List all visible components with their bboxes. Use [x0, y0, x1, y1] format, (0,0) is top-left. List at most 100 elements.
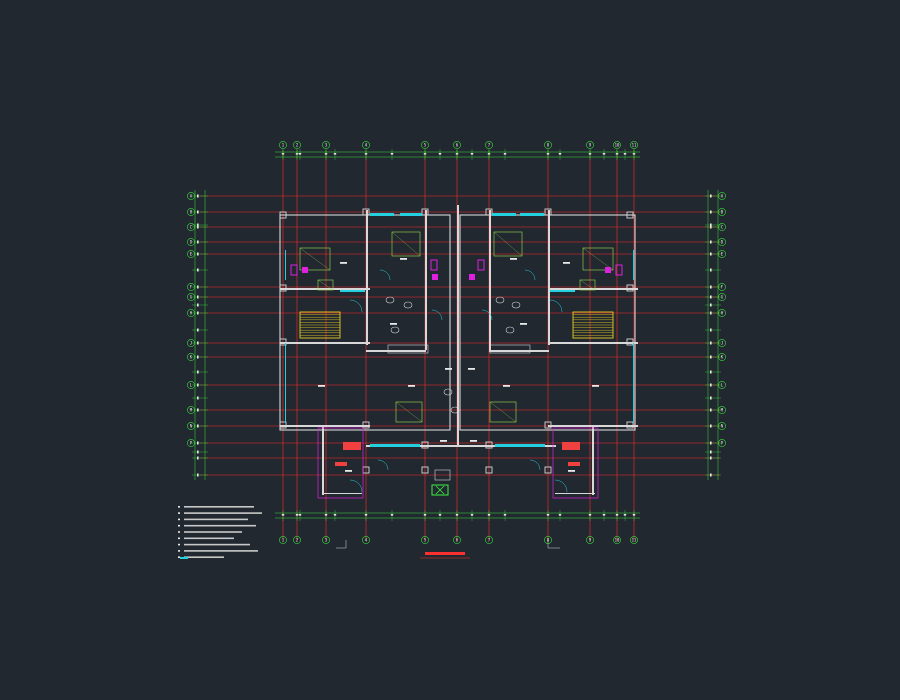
door-swing	[549, 299, 563, 313]
room-label	[445, 368, 452, 370]
door-swing	[481, 309, 493, 321]
shaft-outline	[430, 259, 438, 271]
axis-bubble-label: A	[190, 193, 193, 198]
room-label	[400, 258, 407, 260]
drawing-title-block	[336, 540, 560, 559]
axis-bubble	[485, 536, 493, 544]
bed	[579, 279, 596, 291]
window	[370, 213, 394, 216]
column	[485, 208, 493, 216]
axis-bubble-label: 6	[456, 142, 459, 147]
drawing-title	[425, 552, 465, 555]
dimension-text	[197, 424, 199, 428]
axis-bubble	[187, 250, 195, 258]
sanitary-fixture	[443, 388, 453, 396]
axis-bubble-label: 7	[488, 537, 491, 542]
axis-bubble	[421, 536, 429, 544]
axis-bubble-label: C	[190, 224, 193, 229]
dimension-text	[710, 225, 712, 229]
column	[544, 421, 552, 429]
note-number	[178, 543, 180, 546]
wall-segment	[366, 445, 556, 447]
dimension-text	[390, 153, 394, 155]
dimension-text	[197, 268, 199, 272]
dimension-text	[602, 514, 606, 516]
dimension-text	[546, 514, 550, 516]
section-marker	[431, 484, 449, 496]
dimension-text	[364, 514, 368, 516]
axis-bubble-label: D	[721, 239, 724, 244]
dimension-text	[710, 341, 712, 345]
axis-bubble	[613, 141, 621, 149]
bed-diagonal	[582, 247, 614, 271]
axis-bubble	[718, 283, 726, 291]
bed	[317, 279, 334, 291]
dimension-text	[710, 295, 712, 299]
legend-swatch	[180, 557, 188, 559]
axis-bubble-label: 10	[615, 537, 620, 542]
section-marker-cross	[435, 485, 445, 495]
axis-bubble	[453, 536, 461, 544]
bed	[489, 401, 517, 423]
room-label	[510, 258, 517, 260]
axis-bubble-label: P	[190, 440, 193, 445]
axis-bubble	[362, 141, 370, 149]
axis-bubble-label: G	[721, 294, 724, 299]
dimension-text	[333, 514, 337, 516]
dimension-text	[503, 153, 507, 155]
axis-bubble-label: H	[721, 310, 724, 315]
window	[520, 213, 544, 216]
wall-segment	[322, 425, 324, 495]
axis-bubble-label: 5	[424, 537, 427, 542]
axis-bubble-label: 3	[325, 142, 328, 147]
axis-bubble	[187, 353, 195, 361]
dimension-text	[197, 450, 199, 454]
dimension-text	[197, 473, 199, 477]
bed-diagonal	[395, 401, 423, 423]
axis-bubble	[718, 406, 726, 414]
dimension-text	[197, 225, 199, 229]
dimension-text	[558, 514, 562, 516]
column	[626, 284, 634, 292]
dimension-text	[197, 223, 199, 227]
room-label	[408, 385, 415, 387]
dimension-text	[197, 285, 199, 289]
axis-bubble	[421, 141, 429, 149]
bed-diagonal	[391, 231, 421, 257]
door-swing	[349, 479, 363, 493]
axis-bubble	[630, 536, 638, 544]
wall-segment	[322, 493, 362, 494]
balcony-outline	[552, 427, 599, 499]
dimension-text	[438, 514, 442, 516]
door-swing	[431, 309, 443, 321]
axis-bubble	[322, 536, 330, 544]
dimension-chains	[192, 149, 721, 521]
axis-bubble-label: 3	[325, 537, 328, 542]
axis-bubble	[718, 339, 726, 347]
bed-diagonal	[489, 401, 517, 423]
axis-bubble	[586, 536, 594, 544]
wall-segment	[366, 210, 368, 345]
sanitary-fixture	[505, 326, 515, 334]
room-label	[568, 470, 575, 472]
axis-bubble	[718, 192, 726, 200]
dimension-text	[438, 153, 442, 155]
door-swing	[377, 459, 389, 471]
room-label	[563, 262, 570, 264]
axis-bubble-label: L	[190, 382, 193, 387]
equipment-mark	[432, 274, 438, 280]
axis-bubble	[630, 141, 638, 149]
dimension-text	[710, 456, 712, 460]
wall-segment	[555, 493, 595, 494]
dimension-text	[197, 194, 199, 198]
axis-bubble	[187, 422, 195, 430]
dimension-text	[197, 295, 199, 299]
shaft-outline	[477, 259, 485, 271]
dimension-text	[710, 240, 712, 244]
wall-segment	[592, 425, 594, 495]
axis-bubble	[322, 141, 330, 149]
wall-segment	[489, 350, 549, 352]
